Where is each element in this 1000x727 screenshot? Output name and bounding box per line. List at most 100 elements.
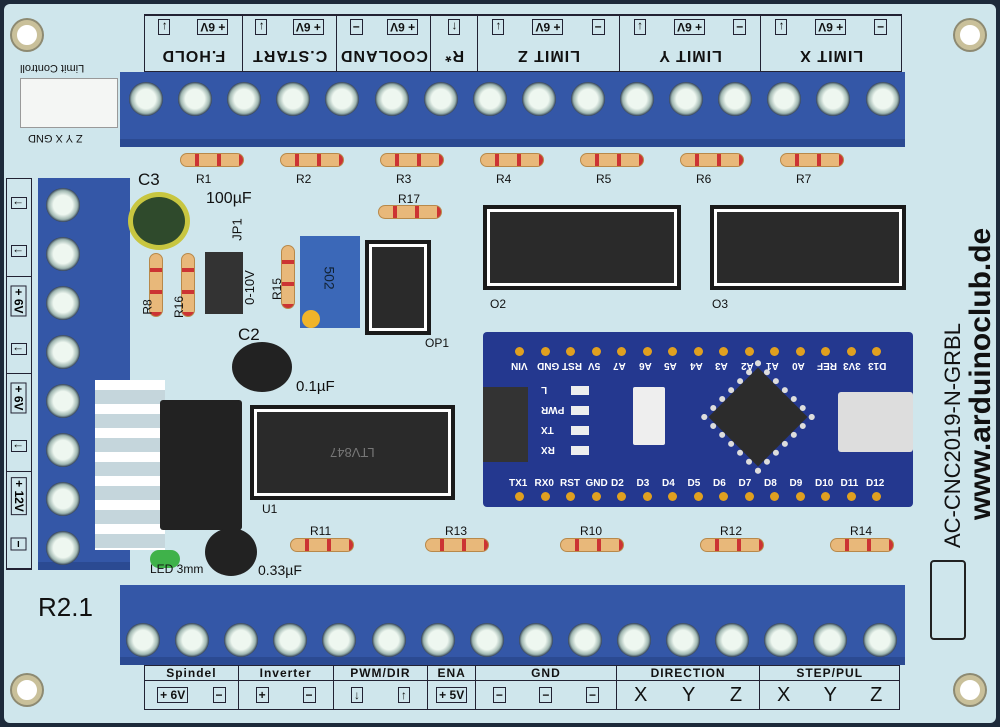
terminal-screw[interactable] <box>518 623 553 657</box>
terminal-screw[interactable] <box>126 623 160 657</box>
terminal-screw[interactable] <box>129 82 163 116</box>
status-led <box>571 446 589 455</box>
terminal-screw[interactable] <box>178 82 213 116</box>
icsp-header <box>483 387 528 462</box>
pin-label: D9 <box>789 478 803 489</box>
header-pin <box>693 492 703 501</box>
c3-label: C3 <box>138 170 160 189</box>
pin-label: TX1 <box>509 478 528 489</box>
resistor-label: R5 <box>596 172 612 186</box>
terminal-screw[interactable] <box>718 82 753 116</box>
pin-label: A7 <box>613 360 626 371</box>
terminal-screw[interactable] <box>570 82 605 116</box>
terminal-screw[interactable] <box>273 623 308 657</box>
pin-label: Z <box>729 684 743 706</box>
pin-label: − <box>212 687 226 703</box>
top-terminal-labels: LIMIT X−+ 6V↓LIMIT Y−+ 6V↓LIMIT Z−+ 6V↓R… <box>144 14 902 72</box>
pin-label: Y <box>823 684 837 706</box>
r8-label: R8 <box>140 299 155 315</box>
terminal-screw[interactable] <box>224 623 259 657</box>
terminal-pins: −+ 6V↓ <box>478 15 619 39</box>
pin-label: D2 <box>611 478 624 489</box>
terminal-screw[interactable] <box>816 82 851 116</box>
resistor-r17 <box>378 205 442 219</box>
header-pin <box>591 492 601 501</box>
terminal-screw[interactable] <box>276 82 311 116</box>
left-terminal-group: ↓↓ <box>7 179 31 277</box>
pin-label: + 6V <box>292 19 324 36</box>
terminal-group-label: STEP/PUL <box>796 666 864 680</box>
terminal-screw[interactable] <box>469 623 504 657</box>
terminal-screw[interactable] <box>371 623 406 657</box>
terminal-screw[interactable] <box>767 82 802 116</box>
trimmer-label: 502 <box>321 266 338 290</box>
pin-label: − <box>349 19 363 36</box>
terminal-screw[interactable] <box>46 237 80 271</box>
terminal-group-label: DIRECTION <box>650 666 726 680</box>
terminal-screw[interactable] <box>521 82 556 116</box>
jumper-jp1[interactable] <box>205 252 243 314</box>
terminal-screw[interactable] <box>46 531 80 565</box>
mount-hole <box>955 20 985 50</box>
terminal-screw[interactable] <box>46 286 80 320</box>
terminal-pins: + 6V− <box>145 680 238 709</box>
terminal-screw[interactable] <box>46 335 80 369</box>
terminal-screw[interactable] <box>472 82 507 116</box>
header-pin <box>744 492 754 501</box>
terminal-screw[interactable] <box>374 82 409 116</box>
pin-label: ↑ <box>448 19 461 36</box>
logo-signature <box>930 560 966 640</box>
pin-label: ↓ <box>775 19 788 36</box>
pin-label: − <box>874 19 888 36</box>
terminal-group-label: C.START <box>252 47 328 64</box>
board-website: www.arduinoclub.de <box>964 227 997 520</box>
terminal-screw[interactable] <box>567 623 602 657</box>
terminal-screw[interactable] <box>617 623 651 657</box>
terminal-screw[interactable] <box>813 623 848 657</box>
pin-label: + 6V <box>387 19 419 36</box>
pin-label: A2 <box>740 360 754 371</box>
r17-label: R17 <box>398 192 421 206</box>
left-terminal-group: + 12V− <box>7 472 31 569</box>
terminal-screw[interactable] <box>46 188 80 222</box>
pin-label: + 6V <box>11 382 27 414</box>
terminal-group-cooland: COOLAND+ 6V− <box>336 15 431 71</box>
pin-label: Y <box>681 684 696 706</box>
terminal-group-label: Spindel <box>166 666 217 680</box>
terminal-pins: + 6V − <box>337 15 431 39</box>
usb-port[interactable] <box>838 392 913 452</box>
r15-label: R15 <box>270 277 285 301</box>
resistor-label: R1 <box>196 172 212 186</box>
terminal-screw[interactable] <box>669 82 704 116</box>
terminal-group-label: R* <box>444 47 465 64</box>
terminal-screw[interactable] <box>865 82 900 116</box>
pin-label: A1 <box>766 360 779 371</box>
terminal-screw[interactable] <box>620 82 654 116</box>
terminal-screw[interactable] <box>175 623 210 657</box>
limit-connector <box>20 78 118 128</box>
terminal-screw[interactable] <box>862 623 897 657</box>
trimmer-screw[interactable] <box>302 310 320 328</box>
pin-label: + 12V <box>11 476 28 515</box>
terminal-pins: −+ 6V↓ <box>761 15 901 39</box>
bottom-terminal-block <box>120 585 905 665</box>
mount-hole <box>12 675 42 705</box>
terminal-screw[interactable] <box>423 82 458 116</box>
c3-value: 100µF <box>206 190 252 207</box>
terminal-screw[interactable] <box>46 384 80 418</box>
reset-button[interactable] <box>633 387 665 445</box>
terminal-group-limity: LIMIT Y−+ 6V↓ <box>618 15 761 71</box>
terminal-screw[interactable] <box>420 623 455 657</box>
terminal-screw[interactable] <box>325 82 360 116</box>
terminal-screw[interactable] <box>322 623 357 657</box>
terminal-screw[interactable] <box>715 623 750 657</box>
resistor <box>480 153 544 167</box>
terminal-screw[interactable] <box>227 82 262 116</box>
terminal-screw[interactable] <box>666 623 701 657</box>
resistor <box>380 153 444 167</box>
terminal-screw[interactable] <box>764 623 799 657</box>
terminal-group-spindel: Spindel+ 6V− <box>145 666 239 709</box>
terminal-screw[interactable] <box>46 433 80 467</box>
terminal-screw[interactable] <box>46 482 80 516</box>
resistor <box>425 538 489 552</box>
